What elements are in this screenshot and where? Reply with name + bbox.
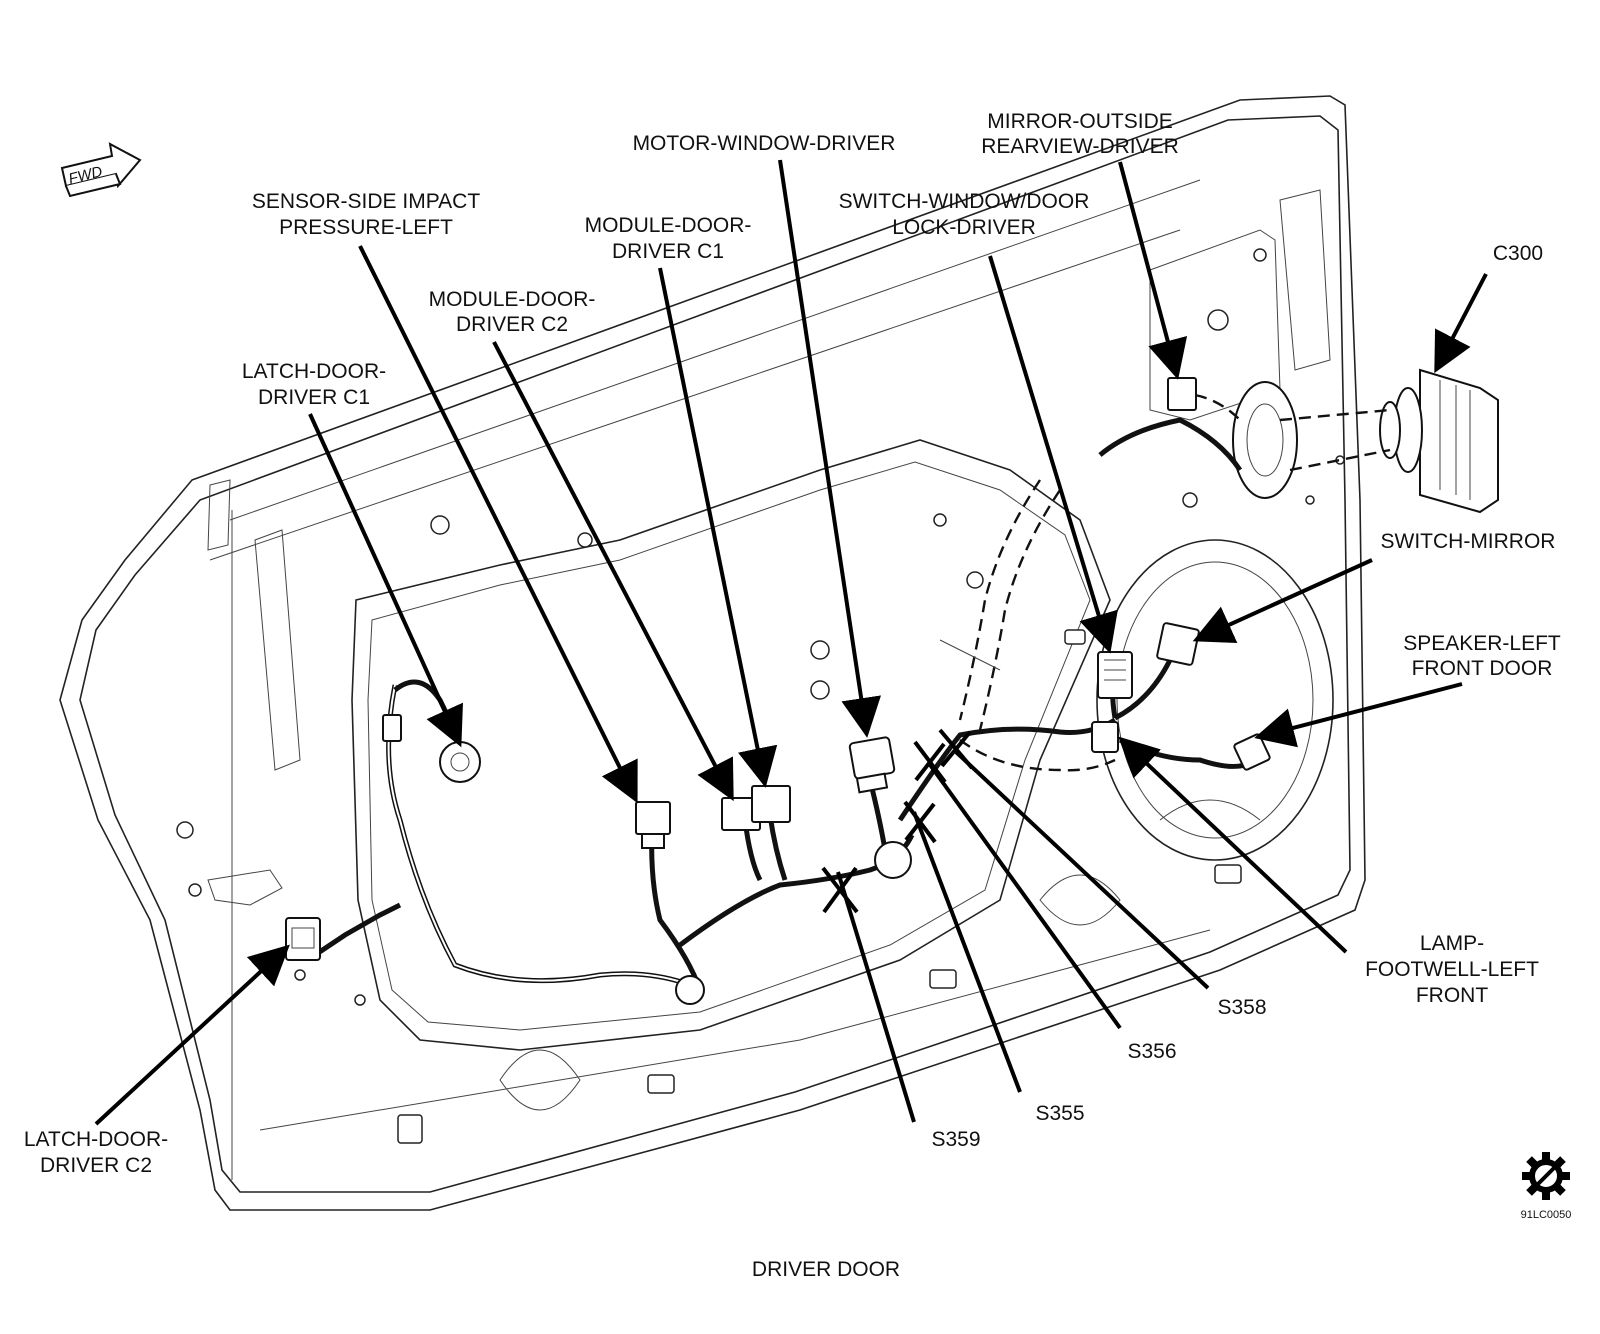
label-speaker-line1: SPEAKER-LEFT	[1403, 632, 1561, 655]
fwd-arrow-icon: FWD	[60, 142, 142, 198]
label-switch-window-line1: SWITCH-WINDOW/DOOR	[839, 190, 1090, 213]
label-lamp-line1: LAMP-	[1420, 932, 1484, 955]
label-module-c2-line1: MODULE-DOOR-	[429, 288, 596, 311]
label-switch-window-line2: LOCK-DRIVER	[892, 216, 1036, 239]
leader-lines	[94, 159, 1488, 1126]
label-s355: S355	[1035, 1102, 1084, 1125]
gear-logo-icon	[1522, 1152, 1570, 1200]
label-speaker-line2: FRONT DOOR	[1412, 657, 1553, 680]
motor-window-connector	[848, 736, 896, 794]
splice-marks	[821, 728, 974, 914]
latch-door-c2-connector	[285, 917, 321, 961]
component-labels: MOTOR-WINDOW-DRIVER MIRROR-OUTSIDE REARV…	[24, 110, 1561, 1177]
label-latch-c1-line2: DRIVER C1	[258, 386, 370, 409]
lamp-footwell-connector	[1091, 721, 1119, 753]
label-sensor-side-line1: SENSOR-SIDE IMPACT	[252, 190, 480, 213]
label-c300: C300	[1493, 242, 1543, 265]
label-latch-c1-line1: LATCH-DOOR-	[242, 360, 386, 383]
label-switch-mirror: SWITCH-MIRROR	[1381, 530, 1556, 553]
label-s356: S356	[1127, 1040, 1176, 1063]
diagram-caption: DRIVER DOOR	[752, 1258, 900, 1281]
module-door-c1-connector	[721, 785, 791, 831]
wire-harness	[313, 393, 1391, 991]
grommet	[1232, 381, 1298, 499]
label-module-c1-line2: DRIVER C1	[612, 240, 724, 263]
label-motor-window-driver: MOTOR-WINDOW-DRIVER	[633, 132, 896, 155]
mirror-outside-connector	[1167, 377, 1197, 411]
c300-connector	[1379, 368, 1499, 514]
label-latch-c2-line1: LATCH-DOOR-	[24, 1128, 168, 1151]
switch-window-connector	[1097, 651, 1133, 699]
label-latch-c2-line2: DRIVER C2	[40, 1154, 152, 1177]
label-mirror-outside-line2: REARVIEW-DRIVER	[981, 135, 1179, 158]
sensor-side-impact	[439, 741, 481, 783]
label-mirror-outside-line1: MIRROR-OUTSIDE	[987, 110, 1173, 133]
module-door-c2-connector	[635, 801, 671, 849]
switch-mirror-connector	[1156, 622, 1200, 666]
label-s358: S358	[1217, 996, 1266, 1019]
label-s359: S359	[931, 1128, 980, 1151]
label-sensor-side-line2: PRESSURE-LEFT	[279, 216, 453, 239]
figure-code: 91LC0050	[1521, 1209, 1572, 1221]
latch-door-c1-clip	[382, 714, 912, 1005]
label-module-c1-line1: MODULE-DOOR-	[585, 214, 752, 237]
label-module-c2-line2: DRIVER C2	[456, 313, 568, 336]
label-lamp-line3: FRONT	[1416, 984, 1488, 1007]
label-lamp-line2: FOOTWELL-LEFT	[1365, 958, 1539, 981]
